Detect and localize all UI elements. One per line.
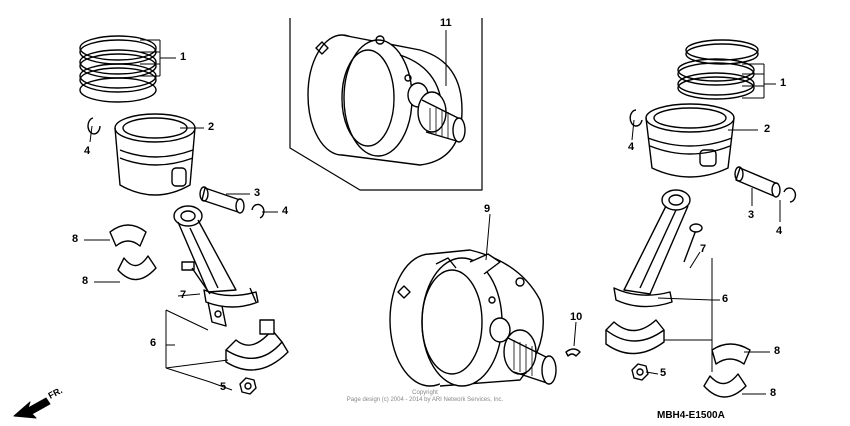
callout-2-right[interactable]: 2	[764, 123, 771, 135]
piston-rings-left	[79, 35, 157, 103]
leader-lines	[84, 30, 781, 395]
piston-pin-right	[734, 166, 781, 198]
conrod-right	[613, 189, 703, 308]
nut-left	[239, 377, 257, 395]
bearing-left-b	[117, 255, 157, 281]
piston-right	[645, 103, 735, 178]
callout-4-right-b[interactable]: 4	[776, 225, 783, 237]
copyright-line-1: Copyright	[412, 390, 438, 396]
callout-5-left[interactable]: 5	[220, 381, 227, 393]
callout-10[interactable]: 10	[570, 311, 583, 323]
conrod-left	[173, 205, 259, 327]
callout-7-right[interactable]: 7	[700, 243, 707, 255]
piston-pin-left	[199, 186, 245, 214]
clip-left-a	[87, 117, 101, 135]
clip-left-b	[251, 203, 265, 219]
callout-4-left-a[interactable]: 4	[84, 145, 91, 157]
front-direction-arrow	[13, 397, 51, 419]
callout-1-right[interactable]: 1	[780, 77, 787, 89]
callout-9[interactable]: 9	[484, 203, 491, 215]
key-drawing	[565, 348, 581, 357]
conrod-cap-left	[225, 319, 289, 371]
callout-11[interactable]: 11	[440, 17, 452, 29]
callout-8-right-a[interactable]: 8	[774, 345, 781, 357]
crankshaft-drawing	[389, 249, 557, 387]
copyright-line-2: Page design (c) 2004 - 2014 by ARI Netwo…	[346, 397, 504, 403]
inset-frame	[289, 18, 483, 191]
nut-right	[631, 363, 649, 381]
copyright-notice: Copyright Page design (c) 2004 - 2014 by…	[300, 390, 550, 404]
bearing-left-a	[109, 224, 147, 247]
callout-7-left[interactable]: 7	[180, 289, 187, 301]
callout-3-right[interactable]: 3	[748, 209, 755, 221]
callout-8-left-b[interactable]: 8	[82, 275, 89, 287]
callout-4-left-b[interactable]: 4	[282, 205, 289, 217]
conrod-cap-right	[605, 319, 665, 355]
clip-right-a	[629, 109, 643, 127]
piston-rings-right	[677, 39, 759, 100]
callout-6-right[interactable]: 6	[722, 293, 729, 305]
bearing-right-b	[703, 373, 747, 398]
crankshaft-assy-drawing	[307, 34, 466, 166]
clip-right-b	[783, 187, 797, 203]
callout-6-left[interactable]: 6	[150, 337, 157, 349]
callout-5-right[interactable]: 5	[660, 367, 667, 379]
bearing-right-a	[711, 343, 751, 365]
callout-8-left-a[interactable]: 8	[72, 233, 79, 245]
diagram-code: MBH4-E1500A	[657, 410, 725, 421]
callout-3-left[interactable]: 3	[254, 187, 261, 199]
callout-8-right-b[interactable]: 8	[770, 387, 777, 399]
piston-left	[114, 113, 196, 196]
callout-1-left[interactable]: 1	[180, 51, 187, 63]
callout-4-right-a[interactable]: 4	[628, 141, 635, 153]
callout-2-left[interactable]: 2	[208, 121, 215, 133]
